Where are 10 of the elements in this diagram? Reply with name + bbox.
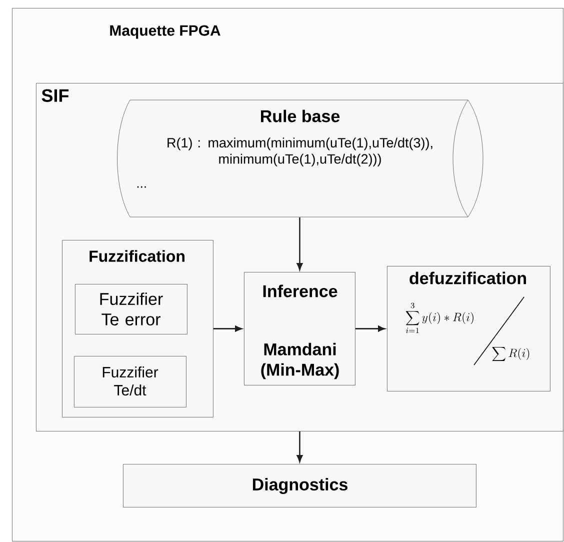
rule-base-cylinder: Rule base R(1) : maximum(minimum(uTe(1),uTe/dt(3)), minimum(uTe(1),uTe/dt(2))) ... <box>117 100 484 218</box>
fuzzifier-box: Fuzzifier Te/dt <box>74 356 186 408</box>
inference-box: Inference Mamdani (Min-Max) <box>244 272 356 386</box>
arrow <box>296 431 303 462</box>
arrow <box>355 326 386 332</box>
diagnostics-box: Diagnostics <box>123 464 476 508</box>
defuzzification-box: defuzzification $\sum_{i=1}^{3} y(i) * R(i)$ $\sum R(i)$ <box>387 266 550 392</box>
arrow <box>213 326 242 332</box>
arrow <box>296 217 303 270</box>
fuzzifier-box: Fuzzifier Te error <box>75 284 188 334</box>
